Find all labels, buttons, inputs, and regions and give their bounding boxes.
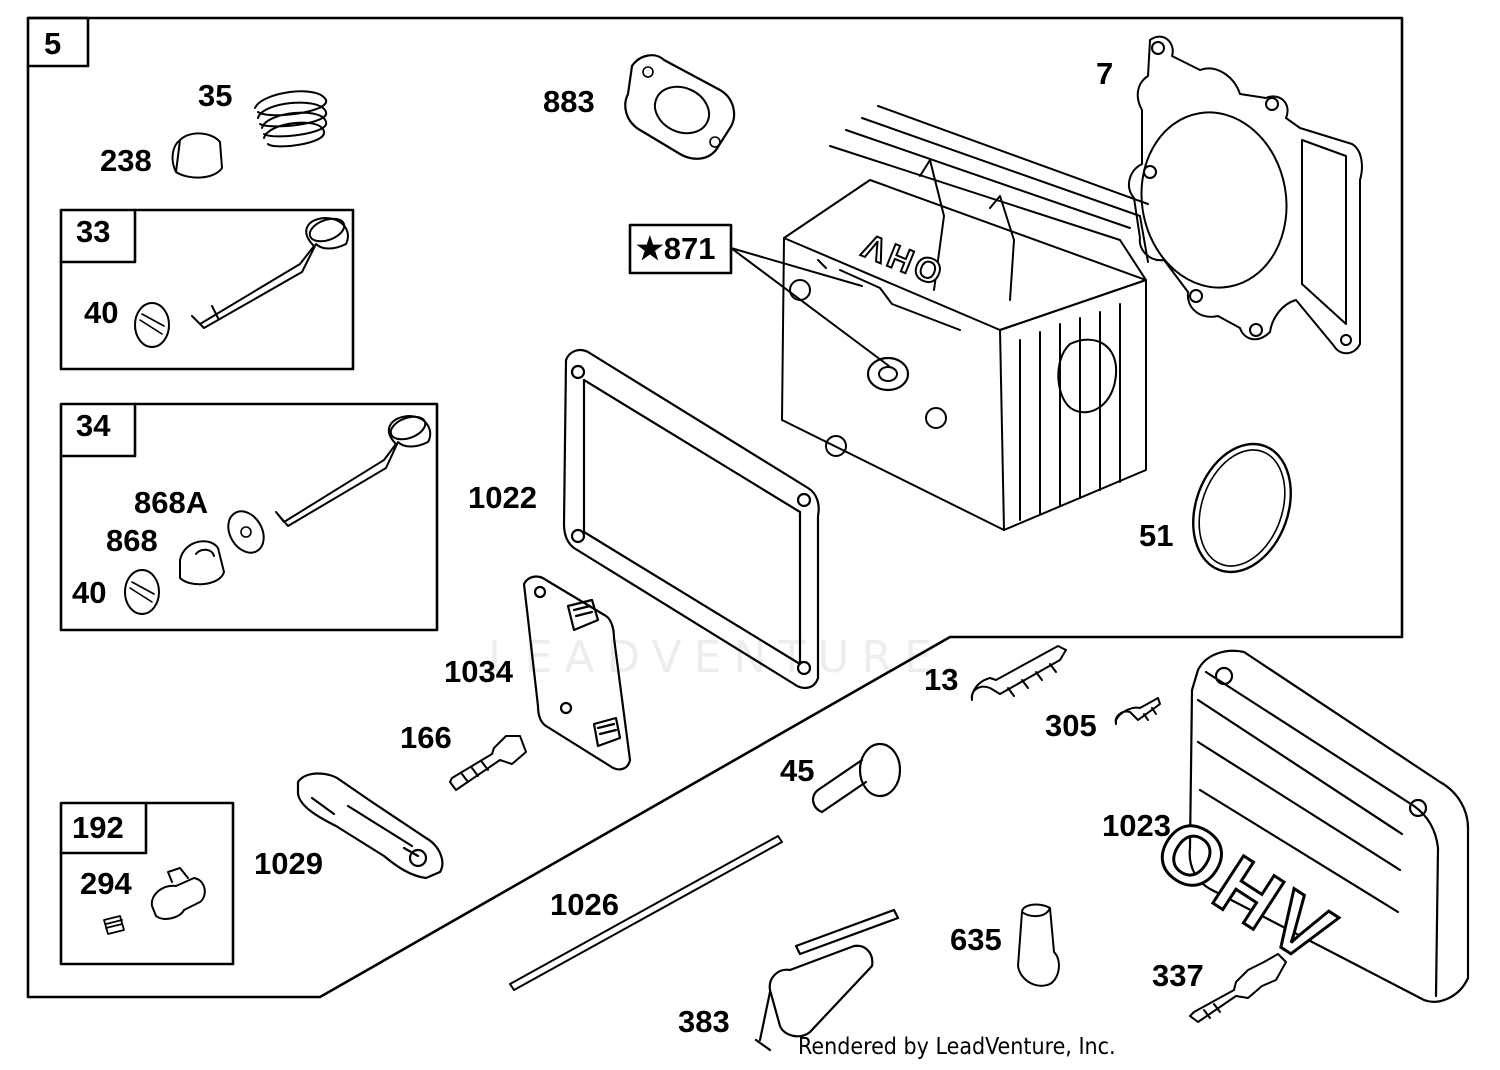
exhaust-gasket-part [625,55,734,159]
watermark: LEADVENTURE [488,632,944,683]
part-label-40-box34[interactable]: 40 [72,575,107,610]
valve-part-34 [276,412,430,526]
part-label-35[interactable]: 35 [198,78,233,113]
part-label-635[interactable]: 635 [950,922,1002,957]
keeper-part-40a [135,303,169,347]
fitting-part-294 [152,868,205,919]
assembly-number: 5 [44,26,62,61]
part-label-1026[interactable]: 1026 [550,887,619,922]
part-label-7[interactable]: 7 [1096,56,1114,91]
part-label-1023[interactable]: 1023 [1102,808,1171,843]
part-label-51[interactable]: 51 [1139,518,1174,553]
rocker-arm-part [298,774,442,879]
subassembly-label-192: 192 [72,810,124,845]
cap-part [173,133,222,177]
part-label-383[interactable]: 383 [678,1004,730,1039]
keeper-part-40b [125,570,159,614]
part-label-337[interactable]: 337 [1152,958,1204,993]
screw-part-305 [1116,698,1160,724]
part-label-1022[interactable]: 1022 [468,480,537,515]
tool-part-383 [756,910,898,1050]
spring-part [255,91,326,146]
part-label-166[interactable]: 166 [400,720,452,755]
assembly-frame [28,18,1402,997]
part-label-40-box33[interactable]: 40 [84,295,119,330]
o-ring-part [1176,430,1308,586]
part-label-305[interactable]: 305 [1045,708,1097,743]
subassembly-box-34 [61,404,437,630]
part-label-883[interactable]: 883 [543,84,595,119]
part-label-13[interactable]: 13 [924,662,959,697]
subassembly-label-34: 34 [76,408,111,443]
assembly-label-box [28,18,88,66]
part-label-1034[interactable]: 1034 [444,654,513,689]
part-label-294[interactable]: 294 [80,866,132,901]
head-gasket-part [1128,37,1362,354]
part-label-45[interactable]: 45 [780,753,815,788]
subassembly-box-33 [61,210,353,369]
stud-part [450,736,526,790]
bolt-part-13 [972,646,1066,700]
washer-part-868a [221,505,271,559]
rocker-gasket-part [564,350,819,688]
set-screw-part [104,916,124,934]
part-label-868a[interactable]: 868A [134,485,209,520]
rocker-cover-part [1190,651,1468,1002]
valve-part-33 [192,214,348,328]
seal-part-868 [180,541,224,584]
callout-871[interactable]: ★871 [636,233,716,264]
spark-plug-part [1190,954,1286,1022]
part-label-868[interactable]: 868 [106,523,158,558]
guide-part-45 [813,744,900,812]
push-rod-part [510,836,782,990]
cylinder-head-part [782,106,1148,530]
credit-text: Rendered by LeadVenture, Inc. [798,1034,1116,1060]
part-label-1029[interactable]: 1029 [254,846,323,881]
elbow-fitting-part [1018,905,1059,986]
subassembly-label-33: 33 [76,214,111,249]
breather-plate-part [524,577,630,770]
star-icon: ★ [636,231,664,266]
part-label-238[interactable]: 238 [100,143,152,178]
callout-871-number: 871 [663,231,716,266]
